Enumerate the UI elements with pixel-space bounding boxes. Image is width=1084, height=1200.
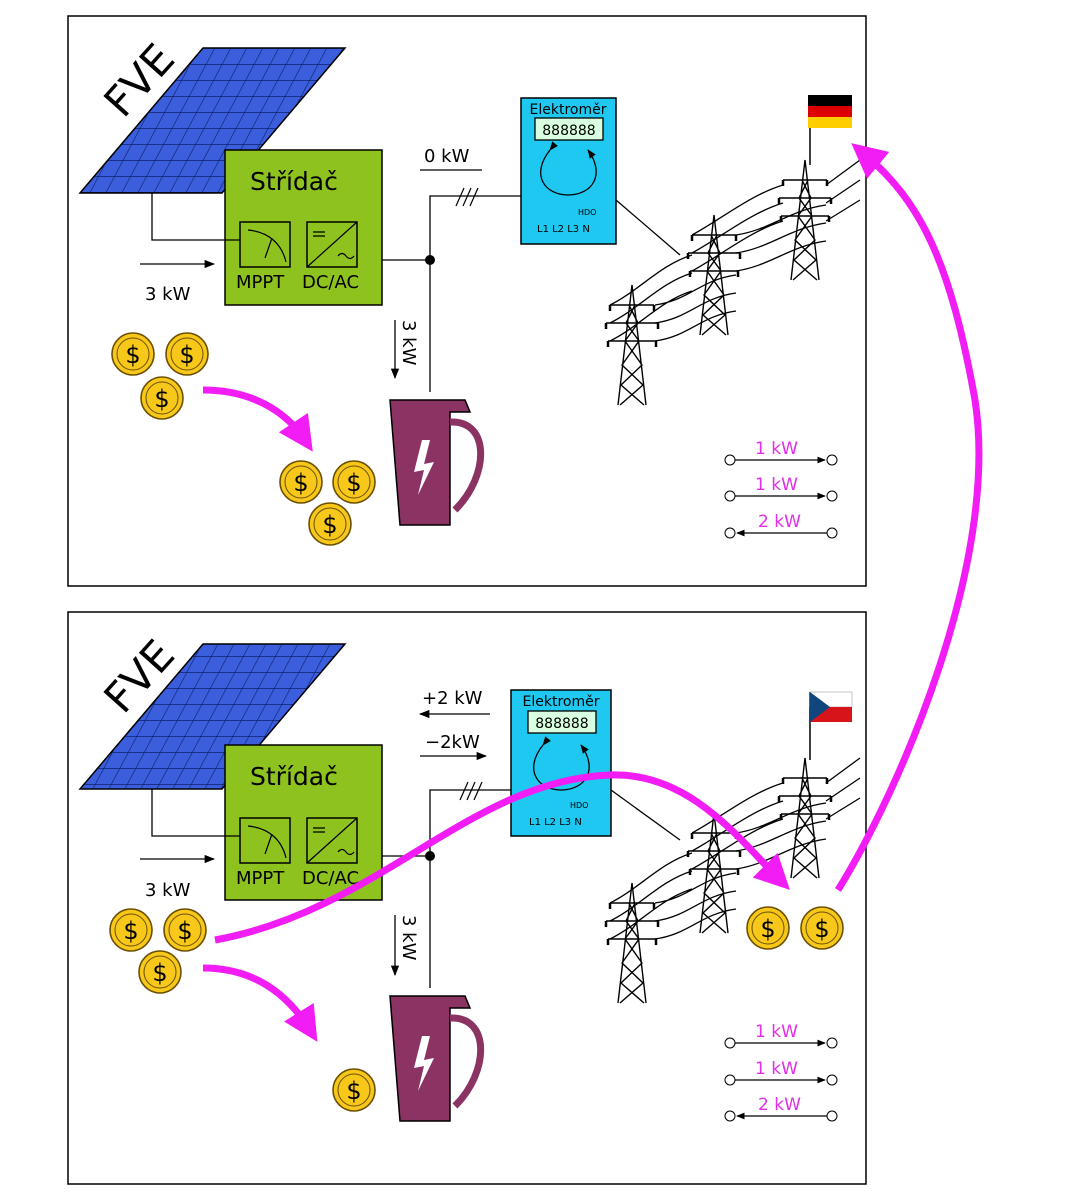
svg-text:888888: 888888 (535, 716, 588, 732)
bottom-coin (332, 1068, 376, 1112)
bottom-money-export-arrow (214, 771, 790, 944)
svg-text:888888: 888888 (542, 123, 595, 139)
bottom-legend-label: 1 kW (755, 1022, 798, 1042)
top-kettle-power-label: 3 kW (398, 320, 419, 366)
bottom-hdo-label: HDO (570, 801, 588, 810)
bottom-dcac-label: DC/AC (302, 868, 359, 889)
top-coin (165, 332, 209, 376)
top-legend: 1 kW 1 kW 2 kW (724, 439, 838, 539)
bottom-legend-label: 2 kW (758, 1095, 801, 1115)
top-coin (140, 376, 184, 420)
bottom-legend: 1 kW 1 kW 2 kW (724, 1022, 838, 1122)
bottom-kettle-power-label: 3 kW (398, 915, 419, 961)
top-legend-label: 1 kW (755, 475, 798, 495)
top-solar-power-label: 3 kW (145, 284, 191, 305)
bottom-panel-border (67, 611, 867, 1185)
bottom-flow-in-label: +2 kW (422, 688, 483, 709)
top-inverter-title: Střídač (250, 167, 338, 196)
top-dcac-label: DC/AC (302, 272, 359, 293)
top-coin (308, 502, 352, 546)
bottom-coin (109, 908, 153, 952)
bottom-solar-panel (78, 643, 347, 790)
top-coin (111, 332, 155, 376)
bottom-coin (163, 908, 207, 952)
bottom-coin (746, 906, 790, 950)
bottom-power-grid (604, 756, 861, 1005)
bottom-meter-title: Elektroměr (523, 694, 600, 710)
money-to-germany-arrow (835, 143, 983, 892)
bottom-solar-power-label: 3 kW (145, 880, 191, 901)
top-power-grid (604, 158, 861, 407)
top-mppt-label: MPPT (236, 272, 285, 293)
top-meter-flow-label: 0 kW (424, 146, 470, 167)
top-coin (279, 460, 323, 504)
top-scenario-panel: FVE Střídač MPPT DC/AC 3 kW 0 kW 3 kW El… (67, 15, 867, 587)
bottom-money-to-kettle-arrow (202, 964, 318, 1042)
bottom-terminals-label: L1 L2 L3 N (529, 817, 582, 828)
bottom-coin (138, 950, 182, 994)
top-coin (332, 460, 376, 504)
germany-flag-icon (808, 95, 852, 165)
top-mppt-box (239, 221, 291, 268)
bottom-scenario-panel: FVE Střídač MPPT DC/AC 3 kW +2 kW −2kW 3… (67, 611, 867, 1185)
bottom-kettle-icon (390, 996, 481, 1121)
bottom-mppt-box (239, 817, 291, 864)
bottom-mppt-label: MPPT (236, 868, 285, 889)
bottom-flow-out-label: −2kW (425, 732, 480, 753)
top-legend-label: 2 kW (758, 512, 801, 532)
top-legend-label: 1 kW (755, 439, 798, 459)
top-solar-panel (78, 47, 347, 194)
czech-flag-icon (809, 691, 853, 760)
top-hdo-label: HDO (578, 208, 596, 217)
bottom-legend-label: 1 kW (755, 1059, 798, 1079)
top-panel-border (67, 15, 867, 587)
top-money-flow-arrow (202, 386, 313, 452)
top-meter-title: Elektroměr (530, 102, 607, 118)
top-kettle-icon (390, 400, 481, 525)
bottom-coin (800, 906, 844, 950)
top-terminals-label: L1 L2 L3 N (537, 224, 590, 235)
bottom-inverter-title: Střídač (250, 762, 338, 791)
